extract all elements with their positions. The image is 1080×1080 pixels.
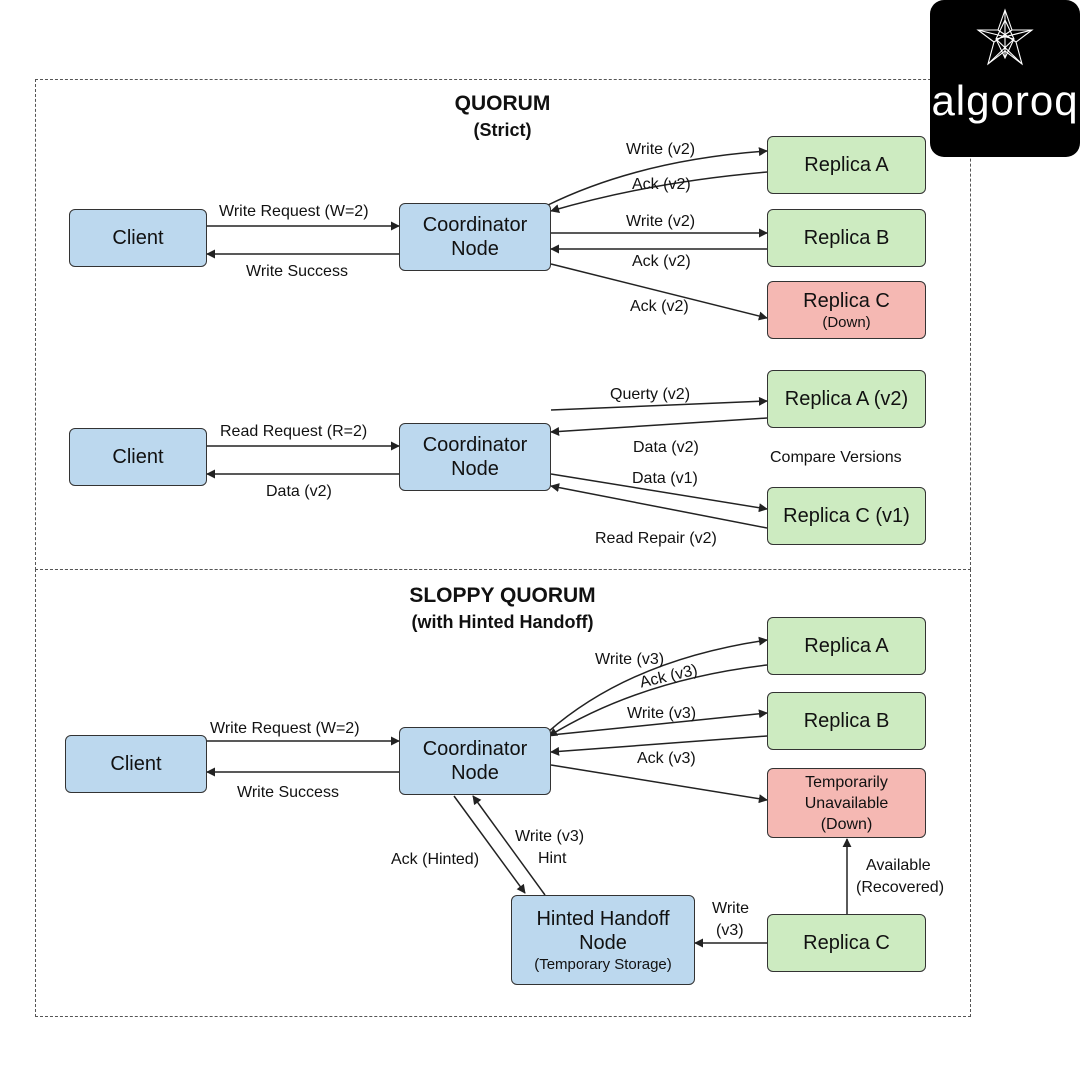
arrow-ack-v2-a — [550, 171, 768, 214]
replica-c-node-sloppy: Replica C — [767, 914, 926, 972]
arrow-data-v2 — [550, 417, 768, 436]
label-hint: Hint — [538, 850, 567, 867]
label-ack-v2-b: Ack (v2) — [632, 253, 691, 270]
label-write-v2-a: Write (v2) — [626, 141, 696, 158]
replica-c-v1-label: Replica C (v1) — [783, 505, 910, 527]
client-label: Client — [110, 753, 162, 775]
label-write: Write — [712, 900, 750, 917]
arrow-to-replica-c — [550, 263, 768, 321]
client-label: Client — [112, 227, 164, 249]
label-v3: (v3) — [716, 922, 744, 939]
replica-a-v2-node: Replica A (v2) — [767, 370, 926, 428]
label-write-request-2: Write Request (W=2) — [210, 720, 360, 737]
sloppy-quorum-section-frame — [35, 569, 971, 1017]
label-write-v3-a: Write (v3) — [595, 651, 665, 668]
replica-c-label: Replica C — [803, 932, 890, 954]
sloppy-quorum-title: SLOPPY QUORUM — [409, 584, 596, 607]
temp-unavailable-line2: Unavailable — [804, 794, 889, 812]
down-status: (Down) — [820, 815, 873, 833]
arrow-write-v3-a — [547, 636, 768, 733]
client-node-write: Client — [69, 209, 207, 267]
replica-b-label: Replica B — [803, 710, 890, 732]
replica-c-v1-node: Replica C (v1) — [767, 487, 926, 545]
arrow-ack-v3-b — [550, 735, 768, 756]
label-ack-hinted: Ack (Hinted) — [391, 851, 480, 868]
arrow-write-v3-b — [550, 709, 768, 736]
replica-a-label: Replica A — [804, 635, 889, 657]
coordinator-label-line1: Coordinator — [422, 214, 528, 236]
replica-a-node-write: Replica A — [767, 136, 926, 194]
label-ack-v2-a: Ack (v2) — [632, 176, 691, 193]
hinted-handoff-node: Hinted Handoff Node (Temporary Storage) — [511, 895, 695, 985]
arrow-ack-hinted — [453, 795, 526, 894]
coordinator-label-line2: Node — [451, 458, 499, 480]
label-recovered: (Recovered) — [856, 879, 945, 896]
client-node-read: Client — [69, 428, 207, 486]
temporarily-unavailable-node: Temporarily Unavailable (Down) — [767, 768, 926, 838]
hinted-handoff-line1: Hinted Handoff — [536, 907, 670, 930]
label-ack-v3-b: Ack (v3) — [637, 750, 696, 767]
label-write-v3-b: Write (v3) — [627, 705, 697, 722]
arrow-query-v2 — [550, 396, 768, 411]
star-polyhedron-icon — [976, 8, 1034, 66]
quorum-subtitle: (Strict) — [473, 120, 532, 140]
sloppy-quorum-subtitle: (with Hinted Handoff) — [411, 612, 594, 632]
coordinator-node-sloppy: Coordinator Node — [399, 727, 551, 795]
arrow-read-repair — [550, 483, 768, 529]
arrow-ack-v3-a — [548, 664, 768, 737]
temp-unavailable-line1: Temporarily — [805, 773, 888, 791]
brand-wordmark: algoroq — [931, 77, 1079, 124]
label-write-v2-b: Write (v2) — [626, 213, 696, 230]
coordinator-label-line2: Node — [451, 238, 499, 260]
label-write-v3-hint: Write (v3) — [515, 828, 585, 845]
label-data-v2-client: Data (v2) — [266, 483, 332, 500]
label-ack-v2-c: Ack (v2) — [630, 298, 689, 315]
brand-logo: algoroq — [930, 0, 1080, 157]
quorum-title: QUORUM — [454, 92, 551, 115]
coordinator-node-read: Coordinator Node — [399, 423, 551, 491]
coordinator-node-write: Coordinator Node — [399, 203, 551, 271]
replica-a-v2-label: Replica A (v2) — [784, 388, 909, 410]
label-write-request-1: Write Request (W=2) — [219, 203, 369, 220]
coordinator-label-line1: Coordinator — [422, 434, 528, 456]
label-data-v1: Data (v1) — [632, 470, 698, 487]
replica-c-down-node: Replica C (Down) — [767, 281, 926, 339]
replica-b-label: Replica B — [803, 227, 890, 249]
replica-b-node-sloppy: Replica B — [767, 692, 926, 750]
replica-b-node-write: Replica B — [767, 209, 926, 267]
replica-c-label: Replica C — [803, 289, 890, 312]
label-read-request: Read Request (R=2) — [220, 423, 368, 440]
coordinator-label-line2: Node — [451, 762, 499, 784]
label-write-success-1: Write Success — [246, 263, 348, 280]
client-label: Client — [112, 446, 164, 468]
temporary-storage-label: (Temporary Storage) — [534, 955, 672, 973]
arrow-data-v1 — [550, 473, 768, 513]
hinted-handoff-line2: Node — [579, 931, 627, 954]
arrow-to-temp-unavailable — [550, 764, 768, 804]
coordinator-label-line1: Coordinator — [422, 738, 528, 760]
label-compare-versions: Compare Versions — [770, 449, 902, 466]
arrow-write-v2-a — [547, 147, 768, 206]
label-querty-v2: Querty (v2) — [610, 386, 691, 403]
down-status: (Down) — [822, 313, 871, 331]
label-available: Available — [866, 857, 931, 874]
label-write-success-2: Write Success — [237, 784, 339, 801]
replica-a-label: Replica A — [804, 154, 889, 176]
arrow-write-v3-hint — [472, 795, 546, 896]
replica-a-node-sloppy: Replica A — [767, 617, 926, 675]
label-read-repair: Read Repair (v2) — [595, 530, 717, 547]
label-data-v2: Data (v2) — [633, 439, 699, 456]
client-node-sloppy: Client — [65, 735, 207, 793]
